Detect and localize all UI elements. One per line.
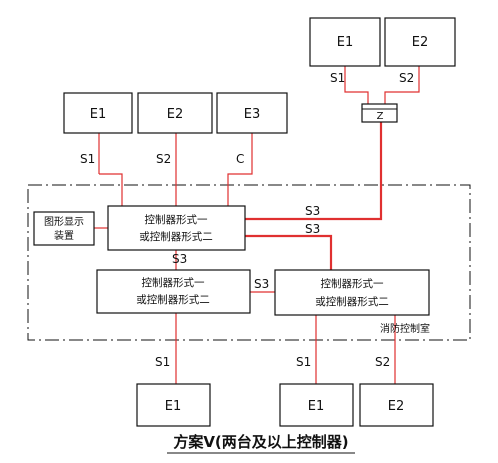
wire-label-bottom-s1-left: S1 xyxy=(155,355,170,369)
wire-top-right-s1 xyxy=(344,66,369,104)
wire-top-left-s1-join xyxy=(99,173,123,206)
graphic-display-device: 图形显示 装置 xyxy=(33,211,95,246)
diagram-caption: 方案Ⅴ(两台及以上控制器) xyxy=(173,433,348,451)
device-bottom-e1-right: E1 xyxy=(279,383,354,427)
device-top-left-e2: E2 xyxy=(137,92,213,134)
wire-label-bus-main-left: S3 xyxy=(172,252,187,266)
wire-label-top-left-s2: S2 xyxy=(156,152,171,166)
controller-label-line2: 或控制器形式二 xyxy=(139,230,213,243)
wire-label-top-left-s1: S1 xyxy=(80,152,95,166)
device-label: E2 xyxy=(167,107,184,122)
controller-label-line1: 控制器形式一 xyxy=(145,213,208,226)
device-top-left-e1: E1 xyxy=(63,92,133,134)
controller-right: 控制器形式一 或控制器形式二 xyxy=(274,269,430,316)
wire-label-bus-to-relay: S3 xyxy=(305,204,320,218)
wires xyxy=(94,66,420,384)
wire-top-left-c xyxy=(227,133,253,206)
relay-label: Z xyxy=(377,111,384,122)
fire-control-room-boundary xyxy=(27,184,471,341)
device-top-right-e1: E1 xyxy=(309,17,381,67)
wire-label-top-left-c: C xyxy=(236,152,244,166)
wire-label-bus-main-right: S3 xyxy=(305,222,320,236)
device-label: E1 xyxy=(337,35,354,50)
display-label-line1: 图形显示 xyxy=(44,216,84,228)
device-top-left-e3: E3 xyxy=(216,92,288,134)
wire-label-bus-left-right: S3 xyxy=(254,277,269,291)
wire-label-top-right-s2: S2 xyxy=(399,71,414,85)
device-label: E2 xyxy=(412,35,429,50)
device-bottom-e1-left: E1 xyxy=(136,383,211,427)
device-bottom-e2: E2 xyxy=(359,383,434,427)
wire-label-bottom-s2: S2 xyxy=(375,355,390,369)
wire-label-bottom-s1-right: S1 xyxy=(296,355,311,369)
controller-label-line1: 控制器形式一 xyxy=(142,276,205,289)
wire-label-top-right-s1: S1 xyxy=(330,71,345,85)
wire-relay-to-main xyxy=(245,122,383,221)
relay-z: Z xyxy=(361,103,398,123)
device-label: E3 xyxy=(244,107,261,122)
controller-label-line1: 控制器形式一 xyxy=(321,277,384,290)
controller-main: 控制器形式一 或控制器形式二 xyxy=(107,205,246,251)
wire-top-right-s2 xyxy=(384,66,420,104)
device-label: E1 xyxy=(165,399,182,414)
wire-main-to-right xyxy=(245,234,333,270)
device-top-right-e2: E2 xyxy=(384,17,456,67)
device-label: E2 xyxy=(388,399,405,414)
fire-control-room-label: 消防控制室 xyxy=(380,322,430,335)
controller-label-line2: 或控制器形式二 xyxy=(315,295,389,308)
device-label: E1 xyxy=(308,399,325,414)
controller-left: 控制器形式一 或控制器形式二 xyxy=(96,269,251,314)
controller-label-line2: 或控制器形式二 xyxy=(136,293,210,306)
display-label-line2: 装置 xyxy=(54,229,74,242)
device-label: E1 xyxy=(90,107,107,122)
